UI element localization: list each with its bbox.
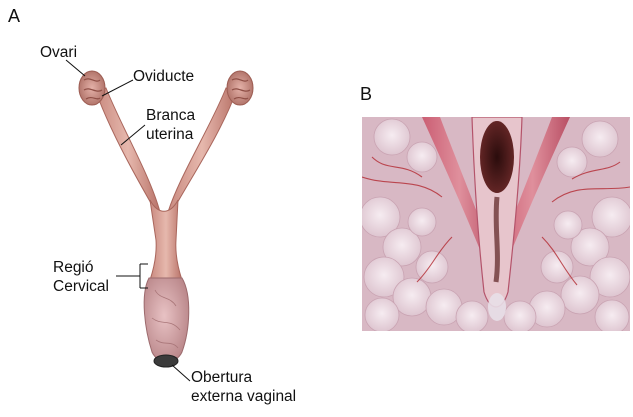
right-ovary [227,71,253,105]
label-ovari-text: Ovari [40,43,77,62]
label-branca-line2: uterina [146,125,195,144]
panel-label-b: B [360,84,372,105]
dissection-photo [362,117,630,331]
uterine-body [150,200,182,280]
oviducte-pointer [102,80,133,96]
vaginal-opening [154,355,178,367]
label-branca-line1: Branca [146,106,195,125]
label-oviducte-text: Oviducte [133,67,194,86]
left-ovary [79,71,105,105]
reproductive-tract-illustration [0,0,330,417]
label-obertura-line1: Obertura [191,368,296,387]
label-obertura-line2: externa vaginal [191,387,296,406]
label-obertura-externa-vaginal: Obertura externa vaginal [191,368,296,406]
label-branca-uterina: Branca uterina [146,106,195,144]
label-oviducte: Oviducte [133,67,194,86]
vagina [144,278,189,362]
ovari-pointer [66,60,85,76]
label-ovari: Ovari [40,43,77,62]
label-regio-cervical: Regió Cervical [53,258,109,296]
obertura-pointer [172,365,190,381]
label-regio-line2: Cervical [53,277,109,296]
label-regio-line1: Regió [53,258,109,277]
cervical-bracket [116,264,148,288]
